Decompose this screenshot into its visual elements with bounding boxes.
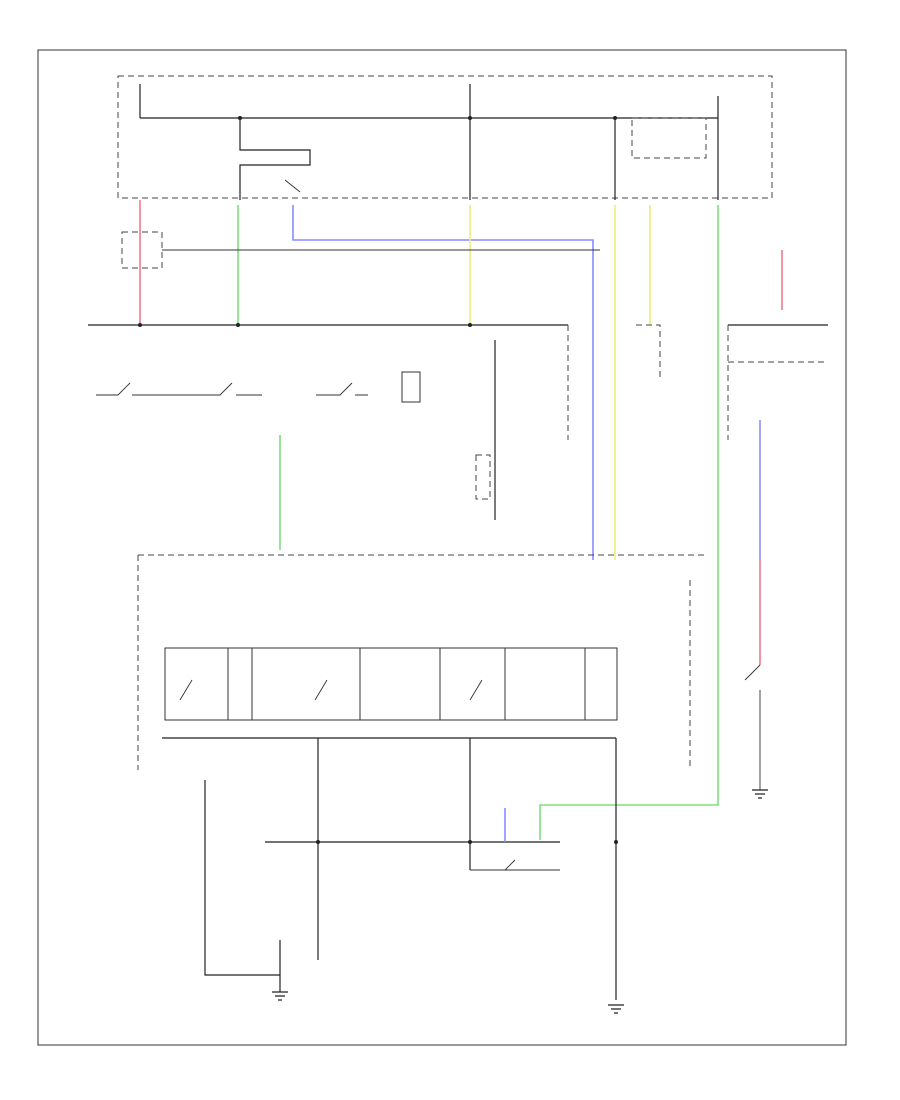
junction-dot bbox=[236, 323, 240, 327]
wire-blue-main bbox=[292, 205, 594, 560]
relay-box bbox=[631, 117, 707, 159]
underhood-fuse-box bbox=[117, 75, 773, 199]
wire-green-right bbox=[539, 205, 719, 840]
control-relay-c bbox=[504, 647, 586, 721]
junction-dot bbox=[238, 116, 242, 120]
junction-dot bbox=[468, 323, 472, 327]
lower-left-loop bbox=[204, 780, 280, 976]
right-module-dash bbox=[727, 325, 828, 440]
junction-dot bbox=[138, 323, 142, 327]
control-unit-outline bbox=[137, 554, 708, 770]
right-module-switch bbox=[744, 664, 761, 790]
control-switch-1 bbox=[179, 679, 483, 701]
control-inner-box bbox=[164, 647, 618, 721]
switch-box bbox=[401, 371, 421, 403]
combination-switch-box bbox=[475, 454, 491, 500]
junction-dot bbox=[468, 840, 472, 844]
lower-switch-mid bbox=[470, 859, 560, 871]
ground-right bbox=[752, 789, 768, 799]
junction-dot bbox=[613, 116, 617, 120]
control-relay-b bbox=[359, 647, 441, 721]
relay-module-right bbox=[636, 324, 661, 380]
junction-dot bbox=[468, 116, 472, 120]
junction-dot bbox=[614, 840, 618, 844]
control-relay-a bbox=[227, 647, 253, 721]
junction-dot bbox=[316, 840, 320, 844]
ground-center bbox=[608, 1004, 624, 1014]
ground-left bbox=[272, 940, 288, 1001]
small-relay-box bbox=[121, 231, 163, 269]
diagram-frame bbox=[37, 49, 847, 1046]
relay-switch bbox=[284, 179, 301, 193]
relay-contact bbox=[239, 118, 311, 200]
switch-row-wire bbox=[96, 382, 368, 396]
